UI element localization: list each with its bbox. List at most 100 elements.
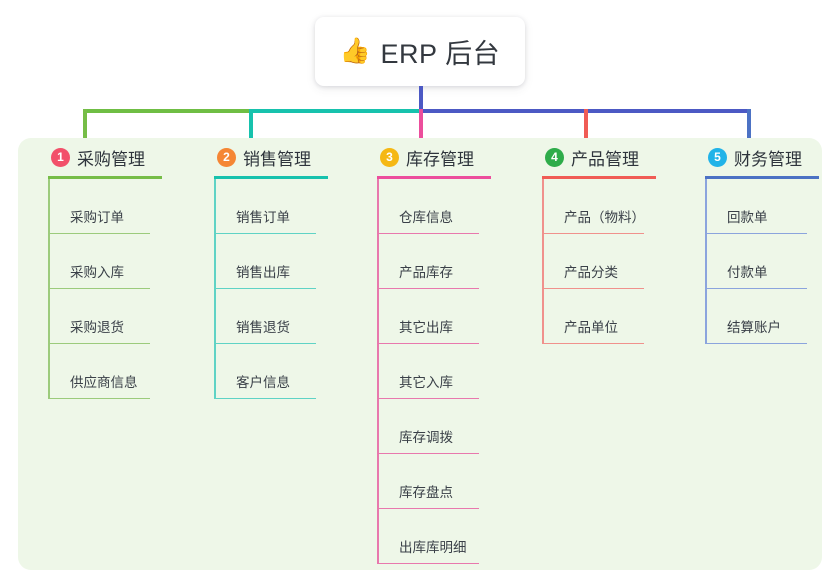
branch-title: 采购管理 <box>77 149 145 169</box>
branch-item[interactable]: 产品单位 <box>544 289 697 344</box>
branch-header-2[interactable]: 2 销售管理 <box>199 138 369 176</box>
branch-item[interactable]: 销售退货 <box>216 289 369 344</box>
branch-item[interactable]: 销售出库 <box>216 234 369 289</box>
branch-item-label: 付款单 <box>727 265 768 280</box>
branch-title: 销售管理 <box>243 149 311 169</box>
branch-number-badge: 4 <box>545 147 564 167</box>
branch-item-label: 回款单 <box>727 210 768 225</box>
branch-item-list: 销售订单销售出库销售退货客户信息 <box>199 179 369 399</box>
branch-title: 财务管理 <box>734 149 802 169</box>
branch-item[interactable]: 出库库明细 <box>379 509 532 564</box>
branch-item-list: 回款单付款单结算账户 <box>690 179 839 344</box>
branch-item-rule <box>379 232 479 234</box>
connector-drop-5 <box>747 109 751 139</box>
root-title-text: ERP 后台 <box>380 39 501 69</box>
branch-header-1[interactable]: 1 采购管理 <box>33 138 203 176</box>
branch-item-rule <box>216 232 316 234</box>
branch-item-label: 仓库信息 <box>399 210 453 225</box>
branch-spine <box>705 179 707 344</box>
branch-spine <box>377 179 379 564</box>
connector-drop-3 <box>419 109 423 139</box>
root-title: 👍 ERP 后台 <box>340 32 500 71</box>
branch-item[interactable]: 产品分类 <box>544 234 697 289</box>
branch-item-label: 销售退货 <box>236 320 290 335</box>
branch-item-rule <box>216 287 316 289</box>
branch-column-1: 1 采购管理采购订单采购入库采购退货供应商信息 <box>33 138 203 399</box>
branch-item[interactable]: 其它入库 <box>379 344 532 399</box>
branch-header-5[interactable]: 5 财务管理 <box>690 138 839 176</box>
connector-bus-middle <box>249 109 421 113</box>
connector-drop-4 <box>584 109 588 139</box>
branch-item-list: 产品（物料） 产品分类产品单位 <box>527 179 697 344</box>
branch-item[interactable]: 客户信息 <box>216 344 369 399</box>
branch-item[interactable]: 产品（物料） <box>544 179 697 234</box>
branch-header-rule <box>214 176 328 179</box>
branch-item-label: 采购订单 <box>70 210 124 225</box>
branch-item-list: 采购订单采购入库采购退货供应商信息 <box>33 179 203 399</box>
branch-item-rule <box>216 342 316 344</box>
branch-item[interactable]: 产品库存 <box>379 234 532 289</box>
branch-item[interactable]: 结算账户 <box>707 289 839 344</box>
branch-item[interactable]: 采购退货 <box>50 289 203 344</box>
branch-item-rule <box>707 342 807 344</box>
branch-item[interactable]: 库存盘点 <box>379 454 532 509</box>
branch-item-label: 出库库明细 <box>399 540 467 555</box>
branch-number-badge: 2 <box>217 147 236 167</box>
branch-item[interactable]: 销售订单 <box>216 179 369 234</box>
branch-spine <box>214 179 216 399</box>
branch-header-rule <box>542 176 656 179</box>
branch-item[interactable]: 其它出库 <box>379 289 532 344</box>
branch-item[interactable]: 供应商信息 <box>50 344 203 399</box>
branch-item-rule <box>544 287 644 289</box>
branch-number-badge: 1 <box>51 147 70 167</box>
branch-item-rule <box>379 342 479 344</box>
branch-item-label: 供应商信息 <box>70 375 138 390</box>
branch-item[interactable]: 采购订单 <box>50 179 203 234</box>
branch-item-rule <box>50 287 150 289</box>
branch-item-rule <box>50 232 150 234</box>
root-node-card[interactable]: 👍 ERP 后台 <box>315 17 525 86</box>
branch-item-rule <box>379 452 479 454</box>
branch-item[interactable]: 仓库信息 <box>379 179 532 234</box>
connector-drop-1 <box>83 109 87 139</box>
branch-item-label: 销售出库 <box>236 265 290 280</box>
branch-title: 库存管理 <box>406 149 474 169</box>
branch-title: 产品管理 <box>571 149 639 169</box>
branch-item-label: 产品单位 <box>564 320 618 335</box>
connector-drop-2 <box>249 109 253 139</box>
branch-column-2: 2 销售管理销售订单销售出库销售退货客户信息 <box>199 138 369 399</box>
branch-item-rule <box>544 232 644 234</box>
branch-item-label: 库存盘点 <box>399 485 453 500</box>
branch-item-rule <box>379 287 479 289</box>
branch-item[interactable]: 回款单 <box>707 179 839 234</box>
branch-item[interactable]: 采购入库 <box>50 234 203 289</box>
connector-stem <box>419 86 423 112</box>
branch-spine <box>48 179 50 399</box>
branch-item[interactable]: 库存调拨 <box>379 399 532 454</box>
branch-item-label: 客户信息 <box>236 375 290 390</box>
diagram-panel: 1 采购管理采购订单采购入库采购退货供应商信息 2 销售管理销售订单销售出库销售退货… <box>18 138 822 570</box>
branch-item-label: 库存调拨 <box>399 430 453 445</box>
branch-item-label: 销售订单 <box>236 210 290 225</box>
thumbs-up-icon: 👍 <box>339 37 372 65</box>
connector-bus-left <box>83 109 251 113</box>
branch-spine <box>542 179 544 344</box>
branch-item-rule <box>379 397 479 399</box>
branch-item-label: 结算账户 <box>727 320 781 335</box>
branch-number-badge: 5 <box>708 147 727 167</box>
branch-item-rule <box>216 397 316 399</box>
branch-column-4: 4 产品管理产品（物料） 产品分类产品单位 <box>527 138 697 344</box>
branch-item-label: 采购入库 <box>70 265 124 280</box>
branch-item-label: 其它入库 <box>399 375 453 390</box>
branch-item[interactable]: 付款单 <box>707 234 839 289</box>
branch-item-label: 产品分类 <box>564 265 618 280</box>
branch-item-rule <box>544 342 644 344</box>
branch-column-5: 5 财务管理回款单付款单结算账户 <box>690 138 839 344</box>
branch-header-rule <box>48 176 162 179</box>
branch-item-label: 其它出库 <box>399 320 453 335</box>
branch-header-4[interactable]: 4 产品管理 <box>527 138 697 176</box>
branch-item-rule <box>50 342 150 344</box>
branch-header-rule <box>705 176 819 179</box>
